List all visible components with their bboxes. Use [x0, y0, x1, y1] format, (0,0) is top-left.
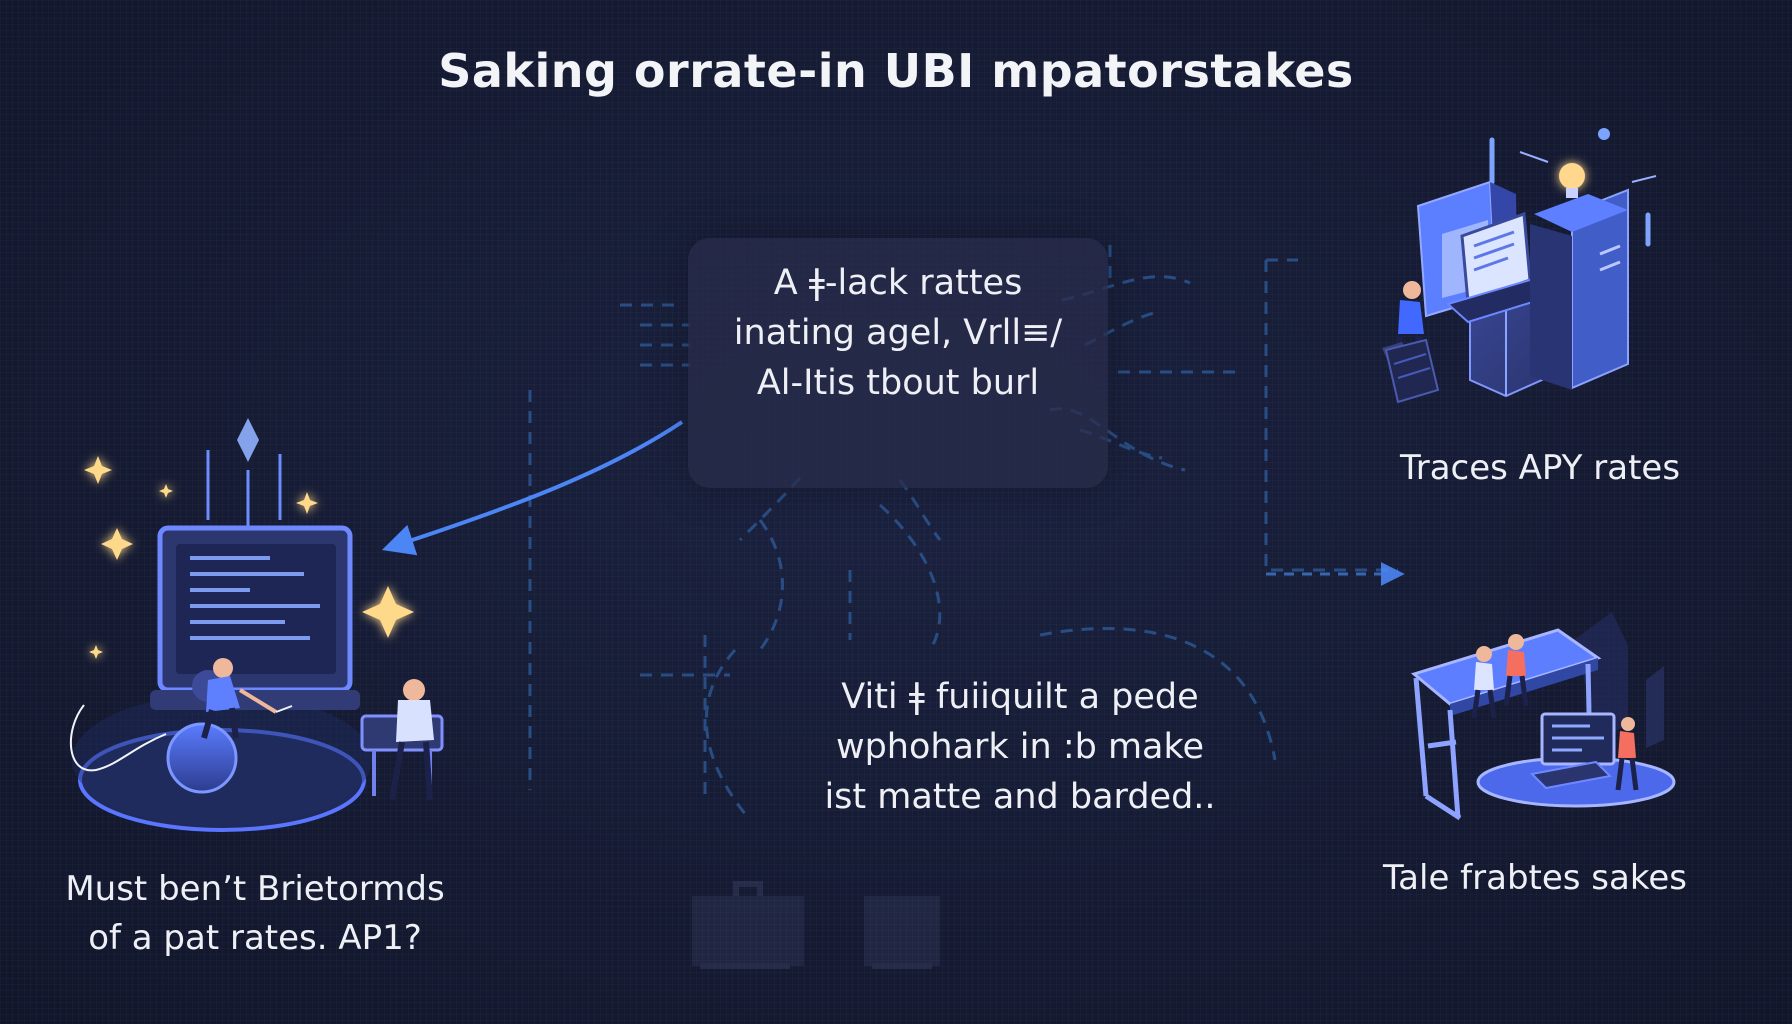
center-text-block: A ǂ-lack rattes inating agel, Vrll≡∕ Al-…: [688, 258, 1108, 408]
left-workstation-illustration: [69, 418, 444, 832]
center-text-line: A ǂ-lack rattes: [773, 263, 1023, 303]
middle-caption: Viti ǂ fuiiquilt a pede wphohark in :b m…: [780, 672, 1260, 822]
right-bottom-team-illustration: [1410, 612, 1676, 821]
left-caption-line: of a pat rates. AP1?: [88, 918, 422, 958]
center-text-line: inating agel, Vrll≡∕: [733, 313, 1063, 353]
connector-arrow-to-left: [381, 420, 684, 556]
faint-lower-center-objects: [692, 881, 940, 969]
center-text-line: Al-Itis tbout burl: [756, 363, 1040, 403]
left-caption: Must ben’t Brietormds of a pat rates. AP…: [30, 865, 480, 963]
diagram-title: Saking orrate-in UBI mpatorstakes: [438, 44, 1354, 98]
right-bottom-caption: Tale frabtes sakes: [1383, 858, 1687, 898]
middle-caption-line: wphohark in :b make: [835, 727, 1205, 767]
middle-caption-line: Viti ǂ fuiiquilt a pede: [841, 677, 1199, 717]
left-caption-line: Must ben’t Brietormds: [65, 869, 445, 909]
right-top-office-illustration: [1382, 128, 1657, 404]
spark-icon: [84, 456, 414, 659]
center-text-box: [688, 238, 1108, 488]
right-top-caption: Traces APY rates: [1399, 448, 1681, 488]
middle-caption-line: ist matte and barded..: [824, 777, 1216, 817]
